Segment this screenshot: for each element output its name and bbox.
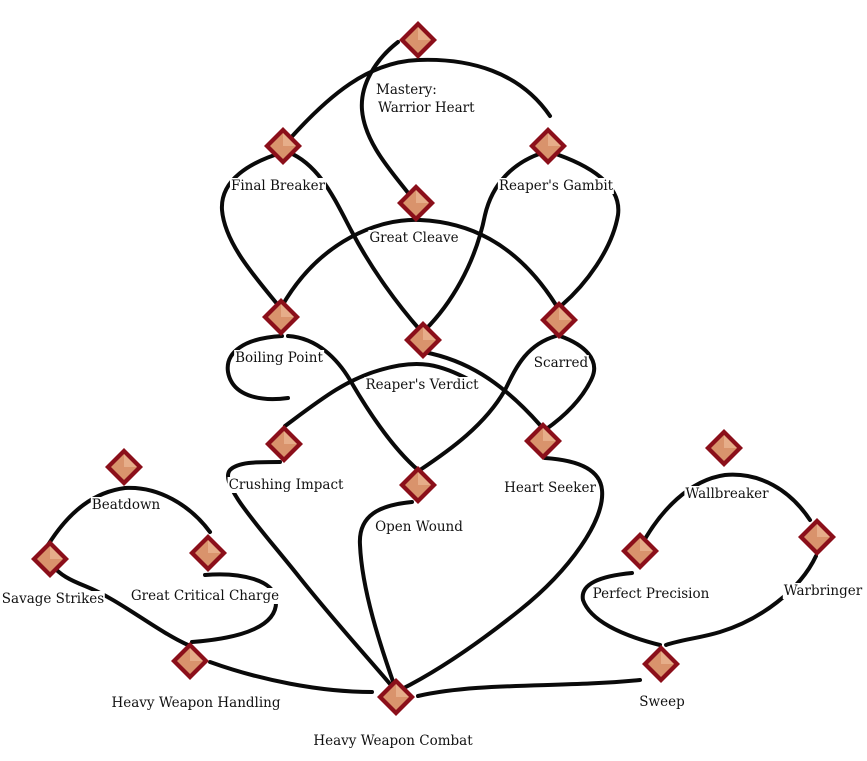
node-perfect-precision[interactable] — [621, 532, 659, 570]
node-open-wound[interactable] — [399, 466, 437, 504]
label-beatdown: Beatdown — [90, 497, 162, 513]
node-boiling-point[interactable] — [262, 298, 300, 336]
node-great-critical-charge[interactable] — [189, 534, 227, 572]
skill-nodes — [31, 21, 836, 716]
edge-handling-to-savage-strikes — [50, 563, 190, 647]
edge-warrior-heart-to-reapers-gambit — [278, 57, 552, 152]
label-heart-seeker: Heart Seeker — [503, 480, 597, 496]
label-reapers-gambit: Reaper's Gambit — [497, 178, 615, 194]
node-crushing-impact[interactable] — [265, 425, 303, 463]
edge-great-cleave-arc — [280, 217, 558, 308]
edge-heart-seeker-to-combat — [398, 456, 605, 692]
label-final-breaker: Final Breaker — [229, 178, 327, 194]
label-boiling-point: Boiling Point — [234, 350, 324, 366]
edge-combat-to-handling — [208, 660, 374, 694]
edge-savage-strikes-to-beatdown — [46, 485, 212, 547]
label-reapers-verdict: Reaper's Verdict — [364, 377, 480, 393]
label-mastery-line1: Mastery: — [375, 82, 438, 98]
node-reapers-verdict[interactable] — [404, 321, 442, 359]
node-mastery-warrior-heart[interactable] — [399, 21, 437, 59]
skill-connections — [46, 40, 818, 698]
edge-warrior-heart-to-great-cleave — [359, 40, 414, 200]
node-warbringer[interactable] — [798, 518, 836, 556]
label-great-cleave: Great Cleave — [368, 230, 460, 246]
label-wallbreaker: Wallbreaker — [684, 486, 770, 502]
edge-final-breaker-to-boiling-point — [219, 150, 286, 312]
edge-open-wound-to-combat — [357, 500, 414, 692]
node-scarred[interactable] — [540, 301, 578, 339]
node-heart-seeker[interactable] — [524, 422, 562, 460]
node-beatdown[interactable] — [105, 448, 143, 486]
label-open-wound: Open Wound — [374, 519, 464, 535]
edge-warbringer-to-sweep — [664, 554, 818, 647]
edge-reapers-gambit-to-reapers-verdict — [423, 150, 547, 332]
edge-scarred-to-heart-seeker — [543, 334, 597, 432]
label-heavy-weapon-handling: Heavy Weapon Handling — [110, 695, 282, 711]
node-wallbreaker[interactable] — [705, 429, 743, 467]
label-crushing-impact: Crushing Impact — [227, 477, 345, 493]
edge-reapers-gambit-to-scarred — [548, 150, 621, 307]
label-perfect-precision: Perfect Precision — [591, 586, 711, 602]
label-great-critical-charge: Great Critical Charge — [129, 588, 281, 604]
edge-final-breaker-to-reapers-verdict — [286, 150, 422, 332]
node-heavy-weapon-handling[interactable] — [171, 642, 209, 680]
node-reapers-gambit[interactable] — [529, 127, 567, 165]
label-savage-strikes: Savage Strikes — [0, 591, 106, 607]
node-great-cleave[interactable] — [397, 184, 435, 222]
node-heavy-weapon-combat[interactable] — [377, 678, 415, 716]
label-heavy-weapon-combat: Heavy Weapon Combat — [312, 733, 474, 749]
label-warbringer: Warbringer — [782, 583, 864, 599]
edge-crushing-impact-to-combat — [226, 460, 397, 692]
edge-reapers-verdict-to-heart-seeker — [422, 350, 542, 427]
edge-combat-to-sweep — [416, 678, 642, 698]
edge-scarred-to-open-wound — [418, 334, 558, 472]
edge-sweep-to-perfect-precision — [580, 571, 662, 647]
node-savage-strikes[interactable] — [31, 540, 69, 578]
edge-perfect-precision-to-wallbreaker — [638, 472, 812, 550]
node-final-breaker[interactable] — [264, 127, 302, 165]
label-sweep: Sweep — [638, 694, 686, 710]
label-scarred: Scarred — [532, 355, 590, 371]
edge-crushing-impact-to-reapers-verdict — [283, 362, 472, 428]
label-mastery-line2: Warrior Heart — [377, 100, 476, 116]
node-sweep[interactable] — [642, 645, 680, 683]
edge-great-critical-charge-loop — [190, 572, 279, 644]
